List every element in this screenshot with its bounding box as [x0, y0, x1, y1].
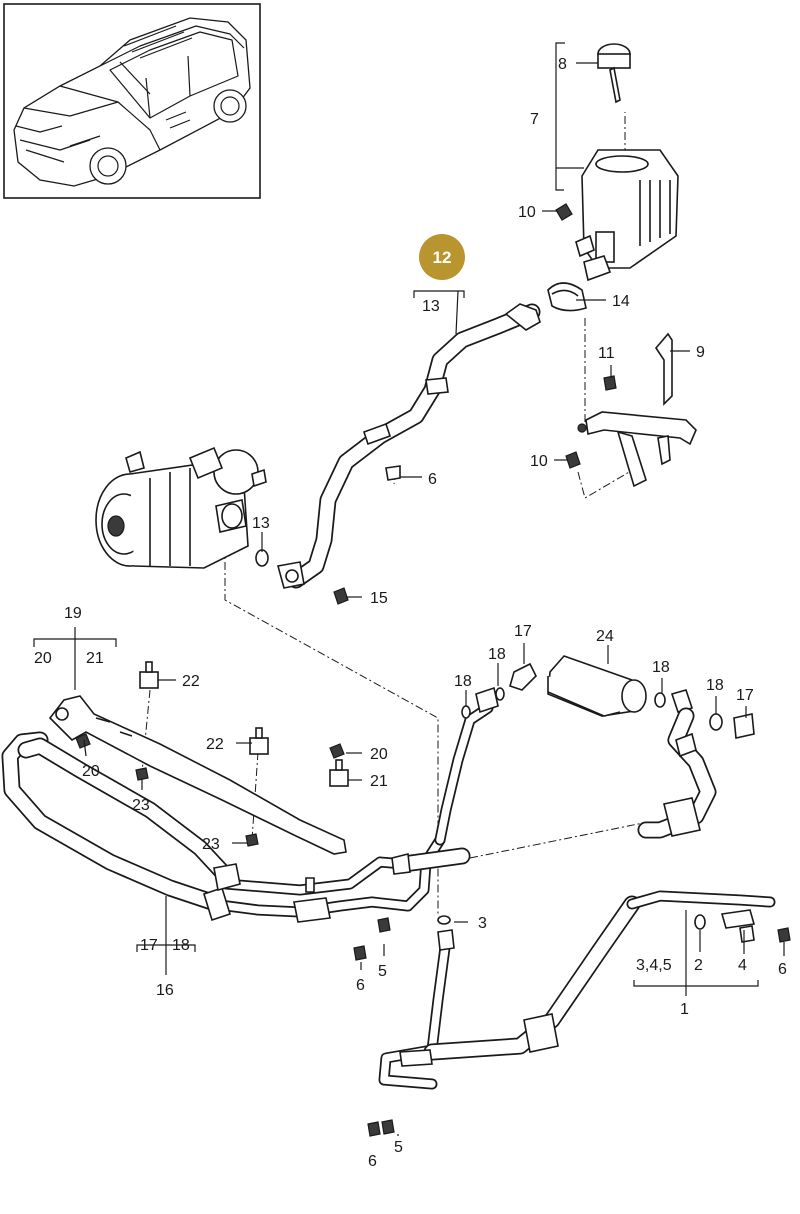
o-ring — [255, 549, 269, 567]
callout-8: 8 — [558, 56, 567, 73]
callout-21: 21 — [370, 773, 388, 790]
callout-10: 10 — [518, 204, 536, 221]
callout-6: 6 — [778, 961, 787, 978]
callout-6: 6 — [428, 471, 437, 488]
callout-18: 18 — [652, 659, 670, 676]
callout-6: 6 — [368, 1153, 377, 1170]
callout-7: 7 — [530, 111, 539, 128]
callout-3: 3 — [478, 915, 487, 932]
callout-18: 18 — [706, 677, 724, 694]
filter-valve — [547, 655, 755, 839]
highlight-badge[interactable]: 12 — [419, 234, 465, 280]
callout-22: 22 — [206, 736, 224, 753]
callout-22: 22 — [182, 673, 200, 690]
hose-clamp — [547, 282, 587, 312]
reservoir-assembly — [555, 43, 679, 282]
power-steering-pump — [95, 446, 267, 569]
callout-17: 17 — [140, 937, 158, 954]
callout-23: 23 — [132, 797, 150, 814]
callout-13: 13 — [252, 515, 270, 532]
callout-5: 5 — [378, 963, 387, 980]
callout-16: 16 — [156, 982, 174, 999]
callout-14: 14 — [612, 293, 630, 310]
callout-18: 18 — [488, 646, 506, 663]
callouts: 8 7 10 13 14 11 9 6 10 13 15 19 20 21 22… — [34, 56, 787, 1170]
callout-19: 19 — [64, 605, 82, 622]
vehicle-thumbnail — [3, 3, 261, 199]
callout-18: 18 — [172, 937, 190, 954]
callout-15: 15 — [370, 590, 388, 607]
callout-11: 11 — [598, 345, 615, 362]
suction-hose — [276, 303, 541, 605]
callout-6: 6 — [356, 977, 365, 994]
leader-lines — [33, 42, 785, 1136]
callout-2: 2 — [694, 957, 703, 974]
rubber-mounts — [75, 661, 349, 847]
callout-20: 20 — [82, 763, 100, 780]
callout-18: 18 — [454, 673, 472, 690]
callout-17: 17 — [514, 623, 532, 640]
callout-23: 23 — [202, 836, 220, 853]
callout-20: 20 — [34, 650, 52, 667]
brace-bar — [48, 695, 347, 855]
callout-17: 17 — [736, 687, 754, 704]
return-line — [434, 662, 537, 846]
callout-4: 4 — [738, 957, 747, 974]
callout-24: 24 — [596, 628, 614, 645]
pressure-line — [353, 890, 791, 1137]
highlight-badge-label: 12 — [433, 248, 452, 267]
callout-20: 20 — [370, 746, 388, 763]
callout-9: 9 — [696, 344, 705, 361]
callout-10: 10 — [530, 453, 548, 470]
callout-5: 5 — [394, 1139, 403, 1156]
cooling-loop — [1, 731, 471, 923]
callout-1: 1 — [680, 1001, 689, 1018]
callout-21: 21 — [86, 650, 104, 667]
callout-13: 13 — [422, 298, 440, 315]
callout-3-4-5: 3,4,5 — [636, 957, 672, 974]
bracket — [565, 332, 697, 488]
